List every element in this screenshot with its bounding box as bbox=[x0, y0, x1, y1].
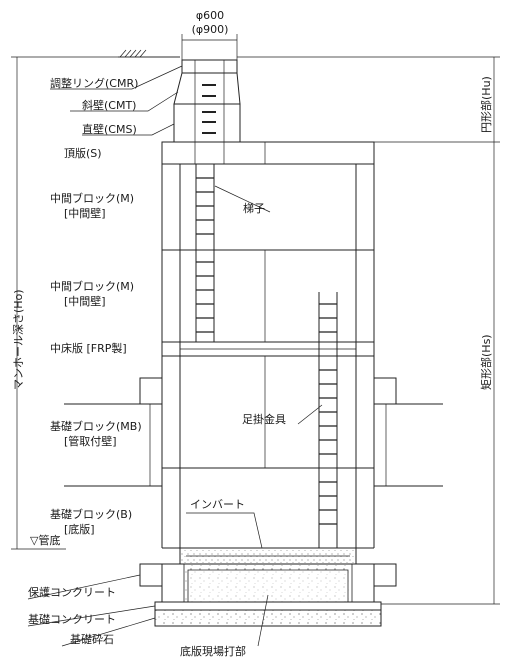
right-dimension bbox=[237, 56, 500, 605]
diameter-top: φ600 bbox=[196, 9, 224, 22]
label-step: 足掛金具 bbox=[242, 412, 286, 426]
hu-label: 円形部(Hu) bbox=[479, 76, 493, 133]
label-mb-b: [管取付壁] bbox=[64, 434, 117, 448]
label-mid1-a: 中間ブロック(M) bbox=[50, 191, 134, 205]
ladder-rails bbox=[195, 164, 215, 342]
label-pipe-bottom: ▽管底 bbox=[30, 533, 60, 547]
label-cms: 直壁(CMS) bbox=[82, 122, 137, 136]
ho-label: マンホール深さ(Ho) bbox=[12, 289, 25, 390]
label-ladder: 梯子 bbox=[243, 202, 265, 215]
label-foundation: 基礎コンクリート bbox=[28, 613, 116, 626]
diameter-bottom: (φ900) bbox=[192, 23, 229, 36]
top-slab bbox=[161, 141, 375, 165]
straight-wall bbox=[173, 103, 241, 143]
diameter-dim bbox=[181, 34, 238, 60]
base-block bbox=[161, 563, 375, 603]
mid-floor-slab bbox=[179, 341, 357, 357]
label-protect: 保護コンクリート bbox=[28, 585, 116, 599]
label-mid1-b: [中間壁] bbox=[64, 206, 106, 220]
label-b-b: [底版] bbox=[64, 522, 95, 536]
invert bbox=[179, 547, 357, 565]
label-top-slab: 頂版(S) bbox=[64, 146, 102, 160]
label-cmr: 調整リング(CMR) bbox=[50, 76, 138, 90]
label-mb-a: 基礎ブロック(MB) bbox=[50, 419, 142, 433]
adjustment-ring bbox=[181, 59, 238, 74]
label-cast: 底版現場打部 bbox=[180, 644, 246, 658]
label-mid-floor: 中床版 [FRP製] bbox=[50, 341, 127, 355]
pipe-right bbox=[373, 377, 443, 487]
label-b-a: 基礎ブロック(B) bbox=[50, 507, 132, 521]
step-irons-rails bbox=[318, 292, 338, 548]
ho-dimension bbox=[11, 56, 180, 550]
ground-hatch bbox=[118, 49, 180, 58]
label-invert: インバート bbox=[190, 498, 245, 511]
ladder-rungs bbox=[196, 177, 214, 333]
step-irons bbox=[319, 303, 337, 525]
foundation-concrete bbox=[154, 601, 382, 627]
label-mid2-b: [中間壁] bbox=[64, 294, 106, 308]
label-cmt: 斜壁(CMT) bbox=[82, 98, 136, 112]
chimney-steps bbox=[202, 84, 216, 134]
leader-lines bbox=[27, 65, 323, 647]
hs-label: 矩形部(Hs) bbox=[479, 334, 493, 390]
pipe-left bbox=[64, 377, 163, 487]
label-mid2-a: 中間ブロック(M) bbox=[50, 279, 134, 293]
sloped-wall bbox=[173, 72, 241, 105]
label-gravel: 基礎砕石 bbox=[70, 632, 114, 646]
